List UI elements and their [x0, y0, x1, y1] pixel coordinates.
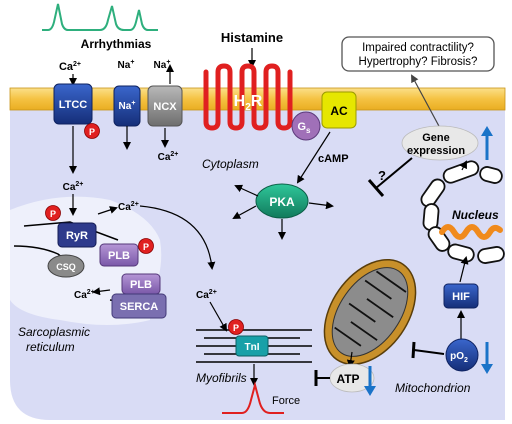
gene-expression-line2: expression	[407, 145, 465, 157]
gene-inhibition-line	[375, 157, 413, 189]
gene-inhibition-question: ?	[378, 168, 386, 183]
gene-to-outcome-arrow	[411, 74, 441, 129]
h2r-label: H2R	[234, 93, 263, 113]
ac-label: AC	[330, 104, 348, 118]
gene-inhibition-bar	[367, 179, 385, 197]
sr-ca-label: Ca2+	[74, 289, 95, 301]
mitochondrion-cristae	[334, 270, 407, 347]
ac-to-pka-arrow	[296, 131, 331, 184]
tni-label: TnI	[245, 342, 260, 353]
gene-expression-node	[401, 125, 479, 161]
mitochondrion-inner	[331, 267, 409, 357]
ryr-phospho-label: P	[50, 209, 56, 219]
hif-protein	[443, 283, 479, 309]
sr-membrane-line	[23, 221, 119, 241]
gs-label: Gs	[297, 121, 311, 135]
ltcc-channel	[53, 83, 93, 125]
ltcc-phospho-label: P	[89, 127, 95, 137]
plb-phospho-icon	[138, 238, 154, 254]
po2-to-mito-inhibit	[413, 349, 445, 355]
ncx-exchanger	[147, 85, 183, 127]
hif-label: HIF	[452, 291, 470, 303]
pka-label: PKA	[269, 195, 295, 209]
ryr-release-arrow	[97, 206, 118, 215]
plb-phospho-label: PLB	[108, 250, 130, 262]
pka-to-mito-arrow	[308, 201, 334, 210]
ncx-ca-label: Ca2+	[158, 151, 179, 163]
nucleus-to-gene-arrow	[459, 160, 467, 171]
serca-label: SERCA	[120, 301, 159, 313]
force-trace	[222, 381, 284, 414]
cytoplasm-label: Cytoplasm	[202, 157, 259, 171]
ryr-phospho-icon	[45, 205, 61, 221]
csq-protein	[47, 254, 85, 278]
sr-membrane-line-2	[13, 245, 81, 273]
mitochondrion-label: Mitochondrion	[395, 381, 471, 395]
ncx-na-label: Na+	[154, 59, 171, 71]
po2-label: pO2	[450, 351, 468, 364]
serca-uptake-arrow	[92, 287, 111, 296]
outcome-question-line1: Impaired contractility?	[362, 42, 474, 54]
adenylyl-cyclase	[321, 91, 357, 129]
histamine-label: Histamine	[221, 30, 283, 45]
cytosol-ca-label-1: Ca2+	[63, 181, 84, 193]
tni-phospho-label: P	[233, 323, 239, 333]
ltcc-ca-label: Ca2+	[59, 61, 81, 73]
sr-label-line1: Sarcoplasmic	[18, 325, 90, 339]
ltcc-phospho-icon	[84, 123, 100, 139]
po2-node	[445, 338, 479, 372]
ryr-label: RyR	[66, 230, 88, 242]
ltcc-label: LTCC	[59, 99, 88, 111]
po2-inhibit-bar	[411, 341, 416, 359]
arrhythmias-label: Arrhythmias	[81, 37, 152, 51]
sodium-channel-label: Na+	[119, 100, 136, 112]
gs-protein	[291, 111, 321, 141]
tni-protein	[235, 335, 269, 357]
tni-phospho-icon	[228, 319, 244, 335]
hif-to-nucleus-arrow	[459, 256, 469, 283]
atp-down-arrow-head-icon	[364, 386, 376, 396]
plb-label: PLB	[130, 279, 152, 291]
outcome-question-line2: Hypertrophy? Fibrosis?	[359, 56, 478, 68]
ryr-channel	[57, 222, 97, 248]
csq-label: CSQ	[56, 262, 76, 272]
myofibrils-label: Myofibrils	[196, 371, 247, 385]
myofibril-ca-label: Ca2+	[196, 289, 217, 301]
nav-na-label: Na+	[118, 59, 135, 71]
atp-label: ATP	[336, 372, 359, 386]
dna-icon	[439, 224, 503, 240]
arrhythmia-trace	[42, 3, 158, 31]
h2r-receptor	[203, 63, 293, 131]
sr-label-line2: reticulum	[26, 340, 75, 354]
plb-phospho-p-label: P	[143, 242, 149, 252]
pka-enzyme	[255, 183, 309, 219]
gene-expression-line1: Gene	[422, 132, 450, 144]
camp-label: cAMP	[318, 153, 349, 165]
ca-to-tni-arrow	[209, 301, 227, 332]
nucleus-label: Nucleus	[452, 208, 499, 222]
ryr-ca-release-label: Ca2+	[118, 201, 139, 213]
pka-to-sr-arrow	[232, 205, 257, 219]
ca-to-myofibril-curve	[139, 205, 216, 270]
force-label: Force	[272, 395, 300, 407]
serca-pump	[111, 293, 167, 319]
po2-down-arrow-head-icon	[481, 364, 493, 374]
gene-expression-up-arrow-head-icon	[481, 126, 493, 136]
outcome-question-box	[341, 36, 495, 72]
pka-to-ltcc-arrow	[234, 184, 259, 197]
plb-phospho-protein	[99, 243, 139, 267]
ncx-label: NCX	[153, 101, 177, 113]
